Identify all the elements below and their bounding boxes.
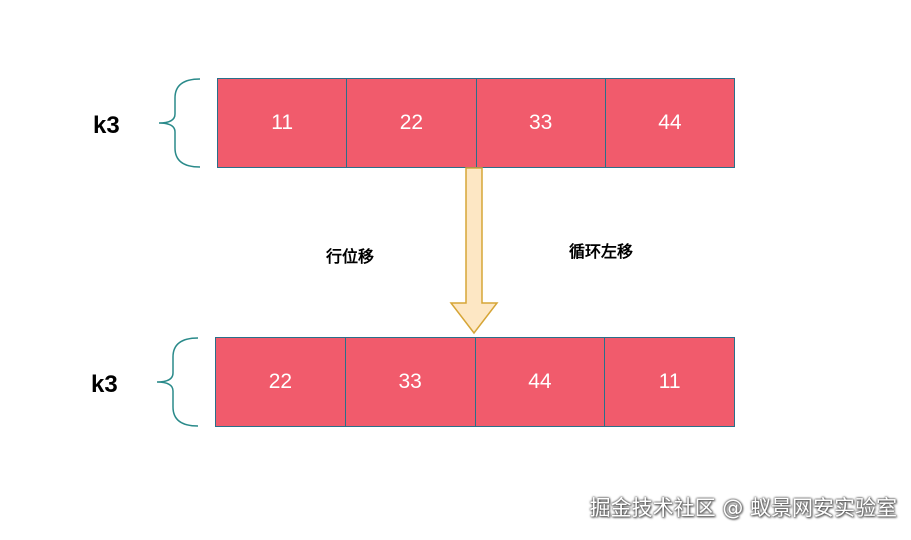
watermark: 掘金技术社区 @ 蚁景网安实验室 bbox=[589, 496, 897, 520]
bottom-cell: 33 bbox=[345, 338, 476, 426]
top-row-label: k3 bbox=[93, 112, 120, 139]
top-cell-row: 11 22 33 44 bbox=[217, 78, 735, 168]
top-brace-icon bbox=[158, 78, 201, 168]
bottom-cell: 22 bbox=[216, 338, 346, 426]
bottom-cell: 11 bbox=[605, 338, 734, 426]
bottom-row-label: k3 bbox=[91, 371, 118, 398]
top-cell: 22 bbox=[347, 79, 477, 167]
top-cell: 44 bbox=[605, 79, 734, 167]
bottom-brace-icon bbox=[156, 337, 199, 427]
bottom-cell-row: 22 33 44 11 bbox=[215, 337, 735, 427]
circular-left-shift-label: 循环左移 bbox=[569, 242, 634, 261]
top-cell: 33 bbox=[476, 79, 606, 167]
row-shift-label: 行位移 bbox=[326, 247, 375, 266]
down-arrow-icon bbox=[449, 167, 499, 335]
bottom-cell: 44 bbox=[475, 338, 606, 426]
top-cell: 11 bbox=[218, 79, 348, 167]
